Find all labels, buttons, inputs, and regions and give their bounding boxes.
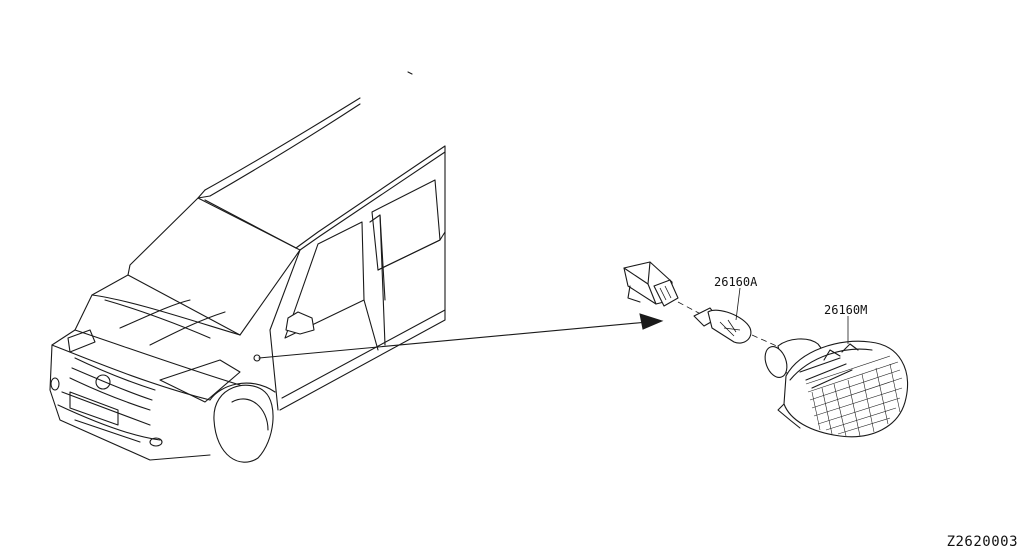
part-number-label: 26160M bbox=[824, 303, 867, 317]
leader-line bbox=[735, 287, 741, 321]
bulb-part bbox=[693, 307, 752, 344]
diagram-reference-code: Z2620003 bbox=[946, 534, 1018, 550]
part-number-label: 26160A bbox=[714, 275, 758, 289]
location-arrow bbox=[258, 313, 664, 359]
socket-connector bbox=[623, 261, 679, 307]
side-lamp-part bbox=[764, 338, 908, 438]
vehicle-illustration bbox=[49, 71, 446, 463]
